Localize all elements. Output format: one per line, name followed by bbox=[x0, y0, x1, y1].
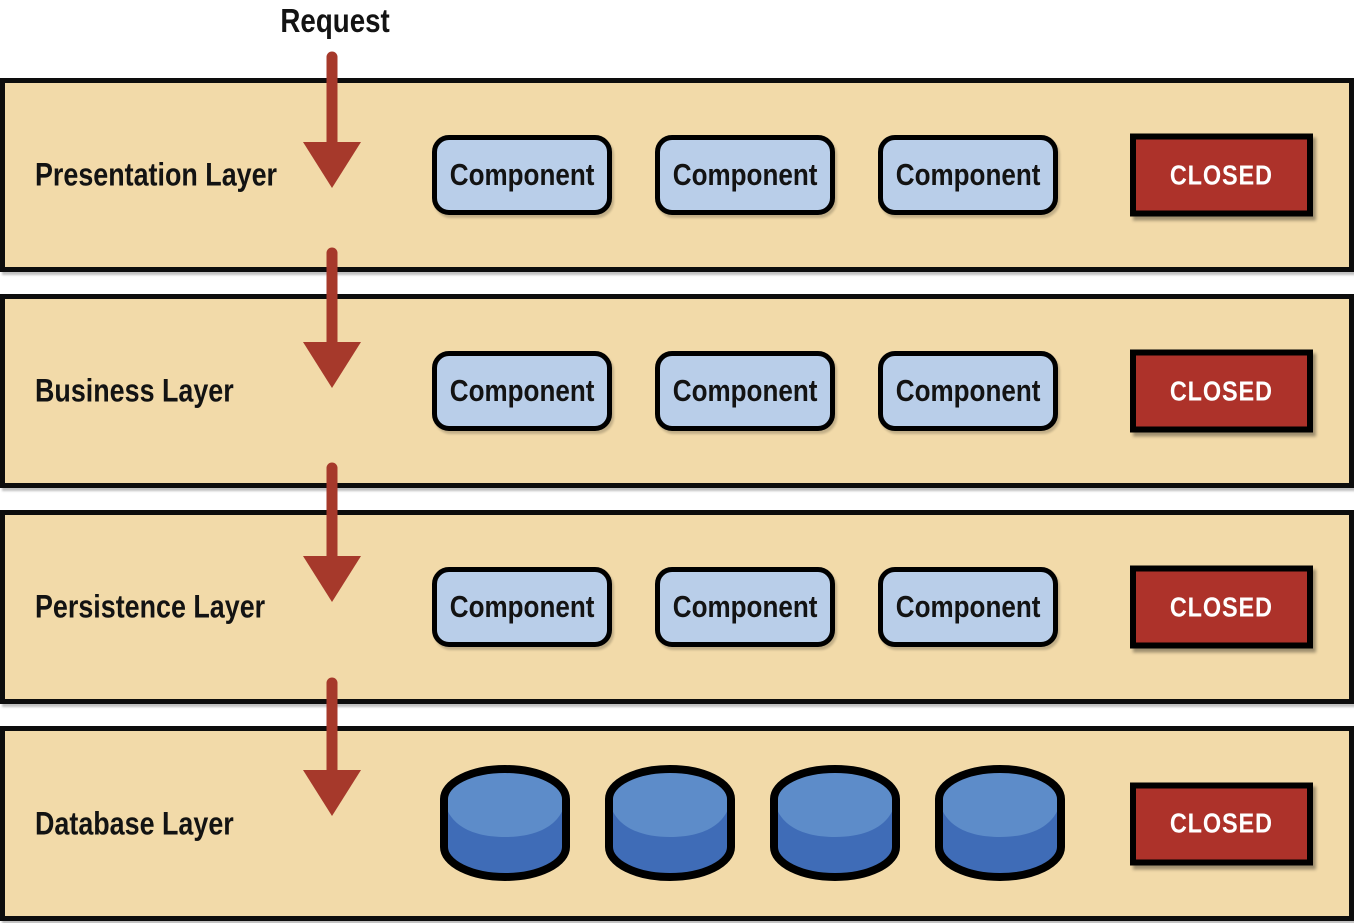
layer-persistence-label: Persistence Layer bbox=[35, 589, 309, 626]
component-box: Component bbox=[432, 135, 612, 215]
database-cylinder-icon bbox=[440, 764, 570, 881]
layer-presentation: Presentation Layer Component Component C… bbox=[0, 78, 1354, 272]
closed-badge-label: CLOSED bbox=[1169, 159, 1274, 190]
layer-database: Database Layer CLOSED bbox=[0, 726, 1354, 921]
layer-presentation-label: Presentation Layer bbox=[35, 157, 323, 194]
component-box: Component bbox=[655, 567, 835, 647]
layer-database-label-text: Database Layer bbox=[35, 805, 234, 841]
closed-badge: CLOSED bbox=[1130, 133, 1313, 217]
closed-badge: CLOSED bbox=[1130, 349, 1313, 433]
component-box: Component bbox=[432, 351, 612, 431]
component-box: Component bbox=[432, 567, 612, 647]
layer-persistence: Persistence Layer Component Component Co… bbox=[0, 510, 1354, 704]
layer-business: Business Layer Component Component Compo… bbox=[0, 294, 1354, 488]
component-box: Component bbox=[655, 135, 835, 215]
layer-business-label: Business Layer bbox=[35, 373, 272, 410]
component-label: Component bbox=[895, 589, 1041, 624]
database-cylinder-icon bbox=[935, 764, 1065, 881]
closed-badge-label: CLOSED bbox=[1169, 807, 1274, 839]
component-label: Component bbox=[449, 157, 595, 192]
presentation-components-row: Component Component Component bbox=[432, 135, 1058, 215]
database-cylinder-icon bbox=[605, 764, 735, 881]
component-label: Component bbox=[895, 373, 1041, 408]
component-label: Component bbox=[449, 589, 595, 624]
closed-badge: CLOSED bbox=[1130, 782, 1313, 865]
closed-badge: CLOSED bbox=[1130, 565, 1313, 649]
component-label: Component bbox=[672, 373, 818, 408]
request-label: Request bbox=[255, 2, 415, 40]
component-label: Component bbox=[672, 157, 818, 192]
component-label: Component bbox=[449, 373, 595, 408]
layer-persistence-label-text: Persistence Layer bbox=[35, 588, 266, 625]
database-row bbox=[438, 763, 1067, 885]
layer-database-label: Database Layer bbox=[35, 805, 272, 842]
component-label: Component bbox=[895, 157, 1041, 192]
layer-presentation-label-text: Presentation Layer bbox=[35, 156, 278, 193]
component-label: Component bbox=[672, 589, 818, 624]
component-box: Component bbox=[655, 351, 835, 431]
component-box: Component bbox=[878, 135, 1058, 215]
business-components-row: Component Component Component bbox=[432, 351, 1058, 431]
request-label-text: Request bbox=[280, 2, 390, 39]
component-box: Component bbox=[878, 351, 1058, 431]
persistence-components-row: Component Component Component bbox=[432, 567, 1058, 647]
closed-badge-label: CLOSED bbox=[1169, 375, 1274, 406]
component-box: Component bbox=[878, 567, 1058, 647]
closed-badge-label: CLOSED bbox=[1169, 591, 1274, 622]
database-cylinder-icon bbox=[770, 764, 900, 881]
layer-business-label-text: Business Layer bbox=[35, 372, 234, 409]
